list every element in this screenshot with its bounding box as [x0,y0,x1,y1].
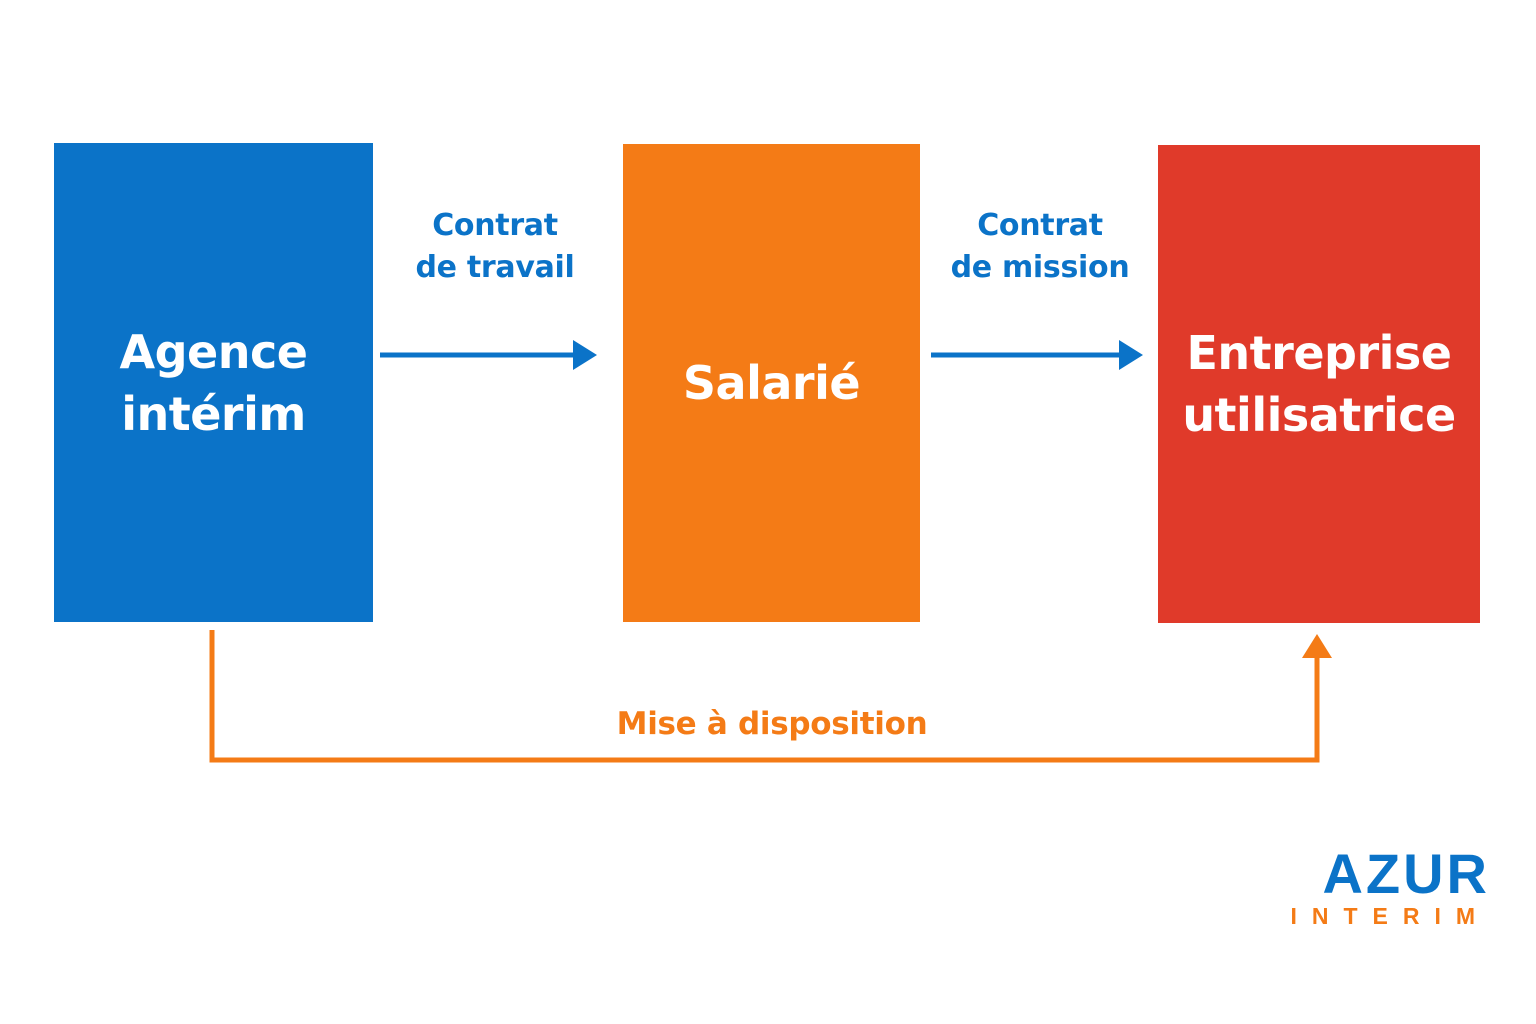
employee-label: Salarié [682,352,861,414]
azur-interim-logo: AZUR INTERIM [1250,843,1490,933]
work-contract-label: Contrat de travail [395,205,595,289]
mission-contract-label-line2: de mission [950,250,1130,285]
agency-label-line2: intérim [121,386,306,441]
mission-contract-label-line1: Contrat [977,208,1103,243]
mission-contract-label: Contrat de mission [930,205,1150,289]
logo-tagline: INTERIM [1290,903,1490,929]
client-company-label-line2: utilisatrice [1182,388,1456,442]
employee-box: Salarié [623,144,920,622]
agency-box: Agence intérim [54,143,373,622]
arrow-mission-contract [931,340,1143,370]
agency-label-line1: Agence [119,324,308,379]
client-company-label: Entreprise utilisatrice [1182,322,1456,446]
client-company-box: Entreprise utilisatrice [1158,145,1480,623]
provision-label: Mise à disposition [616,706,928,742]
arrow-provision [209,630,1332,763]
agency-label: Agence intérim [120,321,308,445]
logo-name: AZUR [1322,842,1490,905]
arrow-work-contract [380,340,597,370]
client-company-label-line1: Entreprise [1186,326,1452,380]
work-contract-label-line1: Contrat [432,208,558,243]
employee-label-text: Salarié [682,356,861,410]
work-contract-label-line2: de travail [415,250,575,285]
